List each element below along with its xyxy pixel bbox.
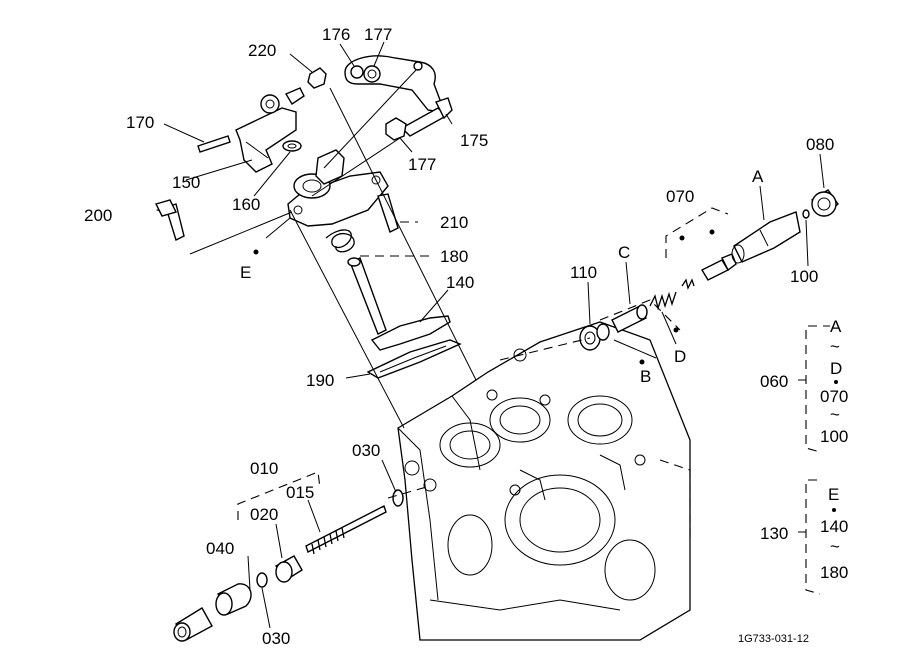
part-210-stud	[377, 193, 399, 233]
group-130-tilde: ~	[830, 537, 840, 556]
part-177-nut	[385, 117, 407, 141]
part-100-oring	[802, 209, 810, 219]
callout-160: 160	[232, 195, 260, 214]
part-A-holder	[731, 211, 801, 264]
group-060-item-2: 100	[820, 427, 848, 446]
part-150-lever	[235, 87, 305, 173]
group-060-top: A	[830, 317, 842, 336]
governor-housing	[287, 149, 389, 227]
part-220-nut	[307, 67, 327, 89]
group-130-item-2: 180	[820, 563, 848, 582]
part-177-bracket	[344, 55, 441, 113]
part-080-cap	[810, 189, 839, 218]
ref-letter-e: E	[240, 263, 251, 282]
callout-140: 140	[446, 273, 474, 292]
part-040-cap	[215, 583, 252, 616]
part-020-nut	[274, 555, 303, 583]
part-200-bolt	[154, 199, 185, 241]
ref-letter-d: D	[674, 347, 686, 366]
callout-180: 180	[440, 247, 468, 266]
callouts: 220 176 177 170 175 177 150 160 200 210 …	[84, 25, 834, 648]
figure-code: 1G733-031-12	[738, 633, 809, 645]
callout-070: 070	[666, 187, 694, 206]
group-060-item-1: 070	[820, 387, 848, 406]
reference-dots	[253, 229, 715, 365]
callout-060: 060	[760, 372, 788, 391]
callout-190: 190	[306, 371, 334, 390]
callout-010: 010	[250, 459, 278, 478]
part-140-lever-shaft	[347, 257, 451, 351]
reference-letters: A C B D E	[240, 167, 764, 386]
callout-170: 170	[126, 113, 154, 132]
callout-176: 176	[322, 25, 350, 44]
callout-150: 150	[172, 173, 200, 192]
group-130-legend: E 140 ~ 180	[820, 485, 848, 582]
part-030-washer-lower	[256, 572, 268, 588]
callout-177-top: 177	[364, 25, 392, 44]
group-060-tilde-2: ~	[830, 405, 840, 424]
part-070-valve	[701, 253, 737, 281]
part-070-spring	[681, 278, 695, 290]
part-sleeve	[173, 607, 213, 642]
part-175-bolt	[400, 97, 453, 137]
group-060-legend: A ~ D 070 ~ 100	[820, 317, 848, 446]
callout-030-lower: 030	[262, 629, 290, 648]
callout-130: 130	[760, 524, 788, 543]
part-015-rod	[305, 505, 387, 555]
callout-110: 110	[570, 263, 597, 282]
callout-020: 020	[250, 505, 278, 524]
part-160-washer	[282, 140, 302, 152]
callout-220: 220	[248, 41, 276, 60]
part-170-pin	[197, 135, 231, 153]
callout-030-upper: 030	[352, 441, 380, 460]
leader-lines	[163, 41, 830, 629]
callout-200: 200	[84, 206, 112, 225]
group-060-mid: D	[830, 359, 842, 378]
part-ring-B	[596, 323, 610, 341]
ref-letter-c: C	[618, 243, 630, 262]
callout-210: 210	[440, 213, 468, 232]
callout-040: 040	[206, 539, 234, 558]
part-C-plunger	[611, 304, 648, 333]
ref-letter-a: A	[752, 167, 764, 186]
callout-177-mid: 177	[408, 155, 436, 174]
callout-015: 015	[286, 483, 314, 502]
engine-block	[397, 299, 691, 641]
part-D-spring	[649, 291, 677, 311]
callout-080: 080	[806, 135, 834, 154]
ref-letter-b: B	[640, 367, 651, 386]
part-030-washer-upper	[392, 489, 404, 507]
group-060-tilde-1: ~	[830, 337, 840, 356]
group-130-top: E	[828, 485, 839, 504]
group-130-item-1: 140	[820, 517, 848, 536]
callout-175: 175	[460, 131, 488, 150]
part-180-spring	[325, 229, 355, 253]
callout-100: 100	[790, 267, 818, 286]
